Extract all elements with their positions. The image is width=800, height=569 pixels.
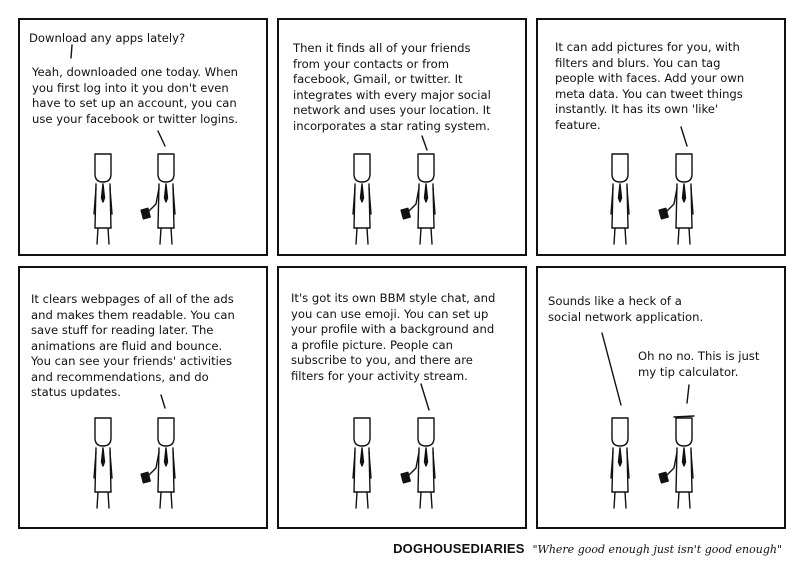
comic-panel-2 [277, 18, 527, 256]
phone-icon [140, 471, 151, 484]
phone-icon [658, 207, 669, 220]
panel-2-speech-right: Then it finds all of your friends from y… [293, 41, 491, 133]
phone-icon [400, 471, 411, 484]
panel-1-tail-right [157, 130, 166, 147]
panel-6-speech-right: Oh no no. This is just my tip calculator… [638, 349, 760, 379]
panel-2-tail-right [421, 135, 428, 151]
stick-figure-listener-1 [93, 153, 113, 245]
stick-figure-app-user-5 [400, 417, 436, 509]
phone-icon [400, 207, 411, 220]
panel-6-tail-right [686, 384, 690, 404]
panel-5-tail-right [420, 383, 430, 411]
stick-figure-listener-4 [93, 417, 113, 509]
brand-tagline: "Where good enough just isn't good enoug… [532, 543, 782, 556]
panel-1-speech-left: Download any apps lately? [29, 31, 186, 45]
phone-icon [658, 471, 669, 484]
stick-figure-listener-6 [610, 417, 630, 509]
stick-figure-listener-2 [352, 153, 372, 245]
panel-6-tail-left [601, 332, 622, 406]
panel-1-speech-right: Yeah, downloaded one today. When you fir… [32, 65, 239, 126]
comic-panel-6 [536, 266, 786, 529]
panel-4-tail-right [160, 394, 166, 409]
stick-figure-app-user-3 [658, 153, 694, 245]
comic-panel-4 [18, 266, 268, 529]
stick-figure-app-user-4 [140, 417, 176, 509]
panel-3-tail-right [680, 126, 688, 147]
stick-figure-listener-3 [610, 153, 630, 245]
brand-logo: DOGHOUSEDIARIES [393, 541, 525, 556]
comic-panel-5 [277, 266, 527, 529]
stick-figures [93, 153, 695, 509]
stick-figure-app-user-2 [400, 153, 436, 245]
comic-panel-3 [536, 18, 786, 256]
panel-5-speech-right: It's got its own BBM style chat, and you… [291, 291, 496, 383]
panel-4-speech-right: It clears webpages of all of the ads and… [31, 292, 235, 399]
stick-figure-app-user-1 [140, 153, 176, 245]
stick-figure-app-user-6 [658, 415, 695, 509]
stick-figure-listener-5 [352, 417, 372, 509]
panel-1-tail-left [70, 44, 73, 59]
panel-6-speech-left: Sounds like a heck of a social network a… [548, 294, 704, 324]
phone-icon [140, 207, 151, 220]
comic-footer: DOGHOUSEDIARIES "Where good enough just … [393, 541, 782, 556]
panel-3-speech-right: It can add pictures for you, with filter… [555, 40, 745, 132]
